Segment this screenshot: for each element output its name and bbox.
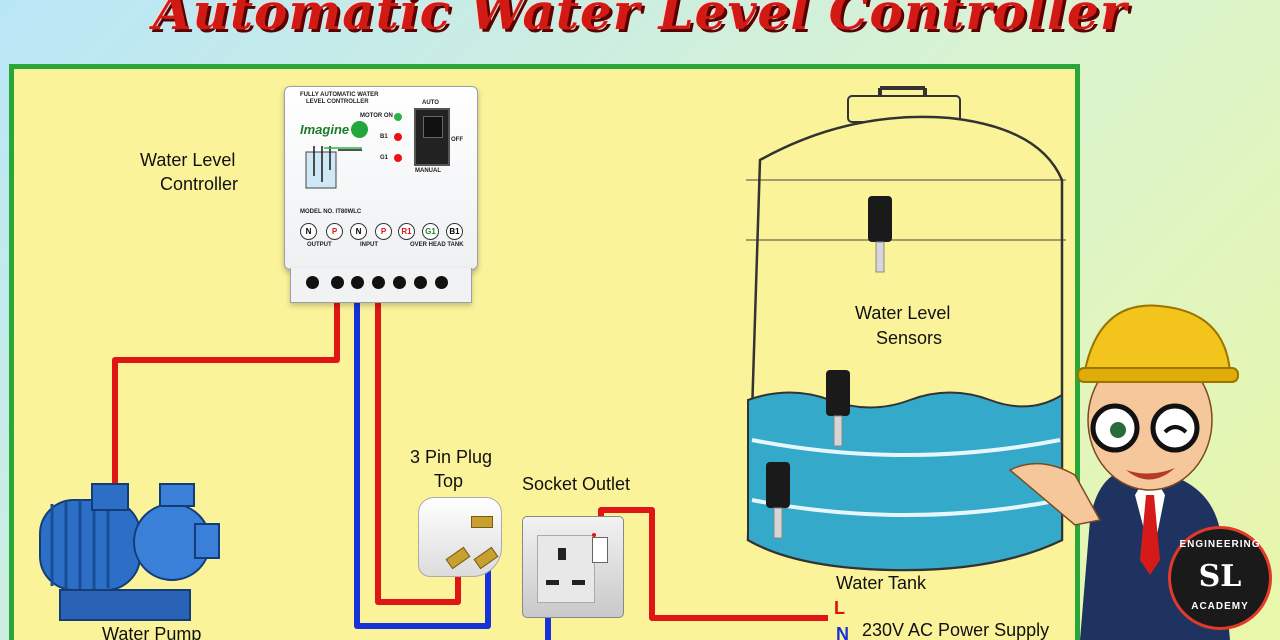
led-b1-icon [394,133,402,141]
wire-plug-live [375,282,461,605]
group-input: INPUT [360,242,378,248]
controller-brand: Imagine [300,122,350,137]
terminal-screw [372,276,385,289]
controller-header-1: FULLY AUTOMATIC WATER [300,92,379,98]
schematic-icon [305,146,362,189]
terminal-screw [306,276,319,289]
terminal-screw [331,276,344,289]
indicator-b1: B1 [380,134,388,140]
label-socket: Socket Outlet [522,474,631,494]
terminal-p-input: P [375,223,392,240]
label-plug-2: Top [434,471,464,491]
wire-pump-neutral [354,282,491,629]
terminal-p-output: P [326,223,343,240]
plug-icon [418,497,502,577]
led-g1-icon [394,154,402,162]
terminal-r1: R1 [398,223,415,240]
terminal-g1: G1 [422,223,439,240]
controller-model: MODEL NO. IT80WLC [300,209,362,215]
label-line-l: L [834,598,845,618]
brand-logo-icon [351,121,368,138]
wire-pump-live [112,282,340,500]
label-pump: Water Pump [102,624,202,640]
terminal-n-output: N [300,223,317,240]
switch-label-auto: AUTO [422,100,439,106]
terminal-screw [435,276,448,289]
label-plug-1: 3 Pin Plug [410,447,493,467]
indicator-g1: G1 [380,155,389,161]
sensor-icon [766,196,892,539]
mode-switch [414,108,450,166]
terminal-n-input: N [350,223,367,240]
socket-icon [522,516,624,618]
badge-top-text: ENGINEERING [1179,539,1261,550]
led-motor-icon [394,113,402,121]
terminal-screw [393,276,406,289]
terminal-b1: B1 [446,223,463,240]
badge-bottom-text: ACADEMY [1191,601,1249,612]
switch-label-off: OFF [451,137,463,143]
logo-badge-icon: ENGINEERING SL ACADEMY [1168,526,1272,630]
tank-icon [746,86,1066,572]
controller-header-2: LEVEL CONTROLLER [306,99,369,105]
terminal-screw [351,276,364,289]
label-sensors-1: Water Level [855,303,951,323]
label-supply: 230V AC Power Supply [862,620,1050,640]
water-pump-icon [39,483,220,621]
indicator-motor-on: MOTOR ON [360,113,393,119]
label-controller-2: Controller [160,174,239,194]
label-controller-1: Water Level [140,150,236,170]
label-line-n: N [836,624,849,640]
label-tank: Water Tank [836,573,927,593]
diagram-title: Automatic Water Level Controller [152,0,1128,41]
group-output: OUTPUT [307,242,332,248]
label-sensors-2: Sensors [876,328,943,348]
switch-label-manual: MANUAL [415,168,441,174]
terminal-screw [414,276,427,289]
group-over-head-tank: OVER HEAD TANK [410,242,464,248]
badge-monogram: SL [1198,559,1242,594]
